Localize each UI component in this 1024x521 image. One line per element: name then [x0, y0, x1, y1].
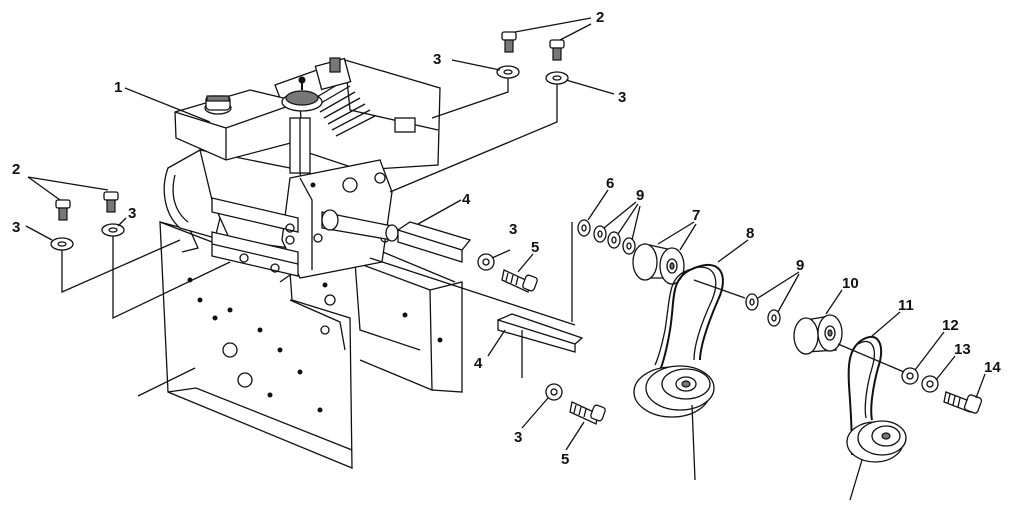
pulley-7	[632, 243, 685, 285]
callout-9-upper: 9	[636, 187, 644, 204]
crankshaft	[321, 209, 399, 242]
engine-assembly	[163, 57, 441, 279]
callout-2-top: 2	[596, 9, 604, 26]
callout-7: 7	[692, 207, 700, 224]
callout-14: 14	[984, 359, 1001, 376]
bracket-upper	[397, 221, 472, 263]
callout-5-low: 5	[561, 451, 569, 468]
callout-2-left: 2	[12, 161, 20, 178]
bolt-left-1	[55, 199, 71, 221]
callout-3-left-inner: 3	[128, 205, 136, 222]
callout-4-lower: 4	[474, 355, 483, 372]
bolt-mid	[501, 269, 538, 293]
callout-9-lower: 9	[796, 257, 804, 274]
washer-13	[921, 375, 939, 393]
washer-top-2	[545, 71, 569, 85]
bracket-lower	[497, 313, 584, 378]
pulley-10	[793, 314, 843, 355]
belt-8	[654, 263, 724, 371]
callout-labels: 2 3 3 1 2 3 3 4 3 5 6 9 7 8 9 10 11 12 1…	[12, 9, 1001, 468]
small-pulley	[846, 420, 907, 501]
bolt-top-1	[501, 31, 517, 53]
callout-13: 13	[954, 341, 971, 358]
bolt-14	[943, 391, 983, 414]
callout-4-upper: 4	[462, 191, 471, 208]
bolt-left-2	[103, 191, 119, 213]
leader-lines	[25, 17, 986, 451]
callout-12: 12	[942, 317, 959, 334]
washer-12	[901, 367, 919, 385]
callout-3-low: 3	[514, 429, 522, 446]
washer-top-1	[496, 65, 520, 79]
callout-3-top-right: 3	[618, 89, 626, 106]
bolt-top-2	[549, 39, 565, 61]
spacer-6	[577, 219, 591, 237]
washer-mid	[477, 253, 495, 271]
callout-11: 11	[898, 297, 914, 314]
callout-3-left: 3	[12, 219, 20, 236]
washer-low	[545, 383, 563, 401]
callout-10: 10	[842, 275, 859, 292]
washer-left-2	[101, 223, 125, 237]
washers-9-upper	[593, 225, 636, 255]
callout-1: 1	[114, 79, 122, 96]
callout-8: 8	[746, 225, 754, 242]
callout-3-top-left: 3	[433, 51, 441, 68]
bolt-low	[569, 401, 606, 425]
washer-left-1	[50, 237, 74, 251]
washers-9-lower	[745, 293, 781, 327]
large-pulley	[633, 365, 715, 481]
callout-6: 6	[606, 175, 614, 192]
callout-5-mid: 5	[531, 239, 539, 256]
callout-3-mid: 3	[509, 221, 517, 238]
